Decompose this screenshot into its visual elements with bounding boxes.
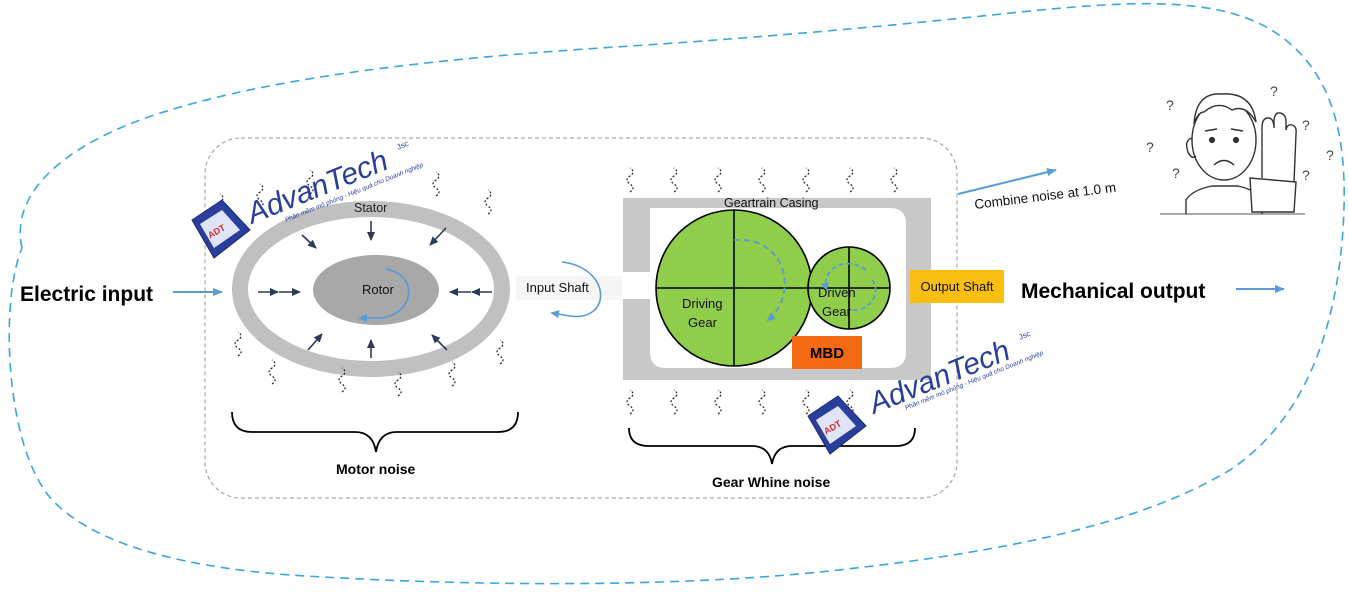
magnetic-force-arrows <box>258 221 492 358</box>
driving-gear-rotation-arrow <box>733 239 786 322</box>
input-shaft-label: Input Shaft <box>526 280 589 295</box>
stator-ring <box>232 201 510 377</box>
adt-diamond-logo: ADT <box>807 395 867 455</box>
svg-text:?: ? <box>1172 165 1180 181</box>
driving-gear-label-line2: Gear <box>688 315 718 330</box>
mechanical-output-label: Mechanical output <box>1021 280 1205 303</box>
svg-text:?: ? <box>1146 139 1154 155</box>
driven-gear-label-line2: Gear <box>822 304 852 319</box>
system-boundary-box <box>204 137 958 499</box>
geartrain-casing-label: Geartrain Casing <box>724 196 819 210</box>
svg-text:?: ? <box>1302 117 1310 133</box>
rotor-label: Rotor <box>362 282 394 297</box>
rotor <box>313 255 439 325</box>
motor-noise-label: Motor noise <box>336 461 416 477</box>
output-shaft <box>910 270 1004 303</box>
svg-text:Jsc: Jsc <box>395 139 409 152</box>
input-shaft-rotation-arrow <box>550 261 602 319</box>
outer-noise-boundary <box>8 2 1345 585</box>
listener-person-icon <box>1160 93 1305 215</box>
svg-text:?: ? <box>1326 147 1334 163</box>
stator-label: Stator <box>354 201 387 215</box>
output-shaft-label: Output Shaft <box>921 279 994 294</box>
motor-noise-brace <box>231 411 519 453</box>
svg-text:Jsc: Jsc <box>1017 329 1031 342</box>
mbd-label: MBD <box>810 345 844 362</box>
mbd-badge <box>792 336 862 369</box>
combine-noise-arrow <box>957 168 1057 195</box>
svg-text:?: ? <box>1302 167 1310 183</box>
svg-text:?: ? <box>1166 97 1174 113</box>
gear-whine-noise-waves <box>626 167 898 415</box>
electric-input-label: Electric input <box>20 283 153 306</box>
driven-gear-label-line1: Driven <box>818 285 856 300</box>
driving-gear-label-line1: Driving <box>682 296 722 311</box>
adt-diamond-logo: ADT <box>191 199 251 259</box>
gear-whine-noise-label: Gear Whine noise <box>712 474 830 490</box>
svg-text:?: ? <box>1270 83 1278 99</box>
rotor-rotation-arrow <box>358 268 410 322</box>
driven-gear-rotation-arrow <box>820 262 867 292</box>
question-marks: ? ? ? ? ? ? ? <box>1146 83 1334 183</box>
gear-whine-noise-brace <box>628 427 916 465</box>
